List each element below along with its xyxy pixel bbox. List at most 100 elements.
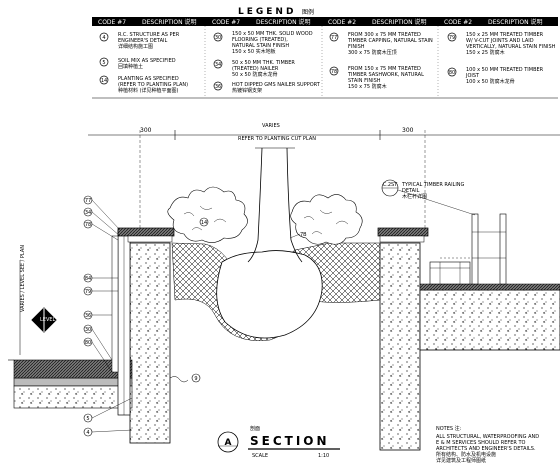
legend-desc-line: 热镀锌钢支架 [232, 87, 262, 94]
legend-desc-line: R.C. STRUCTURE AS PER [118, 32, 180, 38]
notes-block: NOTES 注: ALL STRUCTURAL, WATERPROOFING A… [436, 425, 539, 464]
legend-code: 5 [102, 60, 105, 66]
legend-title-cn: 图例 [302, 8, 314, 16]
legend-desc-line: 150 x 25 MM TREATED TIMBER [466, 32, 544, 38]
legend-desc-line: 详细结构施工图 [118, 43, 153, 50]
callout: 5 [83, 397, 133, 423]
legend-desc-line: 150 x 50 MM THK. SOLID WOOD [232, 31, 313, 37]
legend-col1-code-header: CODE #7 [98, 19, 126, 26]
legend-code: 80 [449, 70, 455, 76]
callout: 78 [83, 219, 119, 241]
svg-text:77: 77 [85, 198, 91, 204]
legend-col2-desc-header: DESCRIPTION 说明 [256, 18, 311, 26]
legend-item: 36 HOT DIPPED GMS NAILER SUPPORT 热镀锌钢支架 [213, 81, 321, 94]
svg-text:36: 36 [85, 313, 91, 319]
callout: 4 [83, 427, 133, 437]
railing-detail: DETAIL [402, 188, 420, 194]
railing-label: TYPICAL TIMBER RAILING [401, 182, 465, 188]
legend-col3-code-header: CODE #2 [328, 19, 356, 26]
svg-text:80: 80 [85, 340, 91, 346]
legend-item: 4 R.C. STRUCTURE AS PER ENGINEER'S DETAI… [99, 32, 180, 50]
level-label: LEVEL [40, 317, 56, 323]
legend-desc-line: 50 x 50 防腐木龙骨 [232, 71, 277, 78]
legend-code: 79 [449, 35, 455, 41]
legend-code-circle [99, 32, 109, 42]
legend-code-circle [213, 32, 223, 42]
legend-item: 30 150 x 50 MM THK. SOLID WOOD FLOORING … [213, 31, 313, 55]
legend-desc-line: 100 x 50 防腐木龙骨 [466, 78, 515, 85]
legend-desc-line: W/ V-CUT JOINTS AND LAID [466, 38, 534, 44]
legend-desc-line: PLANTING AS SPECIFIED [118, 76, 179, 82]
legend-desc-line: 回填种植土 [118, 63, 143, 70]
legend-col2-code-header: CODE #7 [212, 19, 240, 26]
legend-code: 4 [102, 35, 105, 41]
callout: 36 [83, 310, 112, 320]
dimension-right: 300 [402, 127, 414, 134]
railing-code: C.2ST [383, 182, 398, 188]
callout-tree: 14 [201, 220, 207, 226]
legend-desc-line: 50 x 50 MM THK. TIMBER [232, 60, 295, 66]
svg-text:84: 84 [85, 276, 91, 282]
legend-desc-line: FROM 300 x 75 MM TREATED [348, 32, 421, 38]
legend-code-circle [99, 57, 109, 67]
callout: 34 [83, 207, 121, 237]
legend-desc-line: HOT DIPPED GMS NAILER SUPPORT [232, 82, 321, 88]
legend-desc-line: SOIL MIX AS SPECIFIED [118, 58, 176, 64]
legend-item: 5 SOIL MIX AS SPECIFIED 回填种植土 [99, 57, 176, 70]
callout-tree-circle [199, 217, 209, 227]
railing-label-cn: 木栏杆详图 [402, 193, 427, 200]
callout: 77 [83, 195, 121, 231]
vary-side-marker: VARIES / LEVEL SEE / PLAN LEVEL [19, 245, 57, 355]
legend-desc-line: 300 x 75 防腐木压顶 [348, 49, 397, 56]
legend-desc-line: (REFER TO PLANTING PLAN) [118, 82, 188, 88]
legend-desc-line: JOIST [465, 73, 480, 79]
legend-col3-desc-header: DESCRIPTION 说明 [372, 18, 427, 26]
legend-code-circle [213, 81, 223, 91]
legend-desc-line: 150 x 75 防腐木 [348, 83, 387, 90]
svg-text:34: 34 [85, 210, 91, 216]
legend: LEGEND 图例 CODE #7 DESCRIPTION 说明 CODE #7… [92, 7, 558, 99]
legend-code: 36 [215, 84, 221, 90]
legend-code-circle [447, 67, 457, 77]
svg-text:79: 79 [85, 289, 91, 295]
railing-callout: C.2ST TYPICAL TIMBER RAILING DETAIL 木栏杆详… [381, 179, 476, 216]
notes-line: 详见建筑及工程师图纸 [436, 457, 486, 464]
section-title-cn: 剖面 [250, 425, 260, 432]
legend-title: LEGEND [238, 7, 296, 17]
legend-code-circle [329, 66, 339, 76]
callout-b: 7B [300, 232, 307, 238]
svg-text:9: 9 [194, 376, 197, 382]
legend-desc-line: 150 x 50 实木地板 [232, 48, 276, 55]
legend-desc-line: VERTICALLY, NATURAL STAIN FINISH [466, 44, 556, 50]
notes-line: ARCHITECTS AND ENGINEER'S DETAILS. [436, 446, 536, 452]
section-scale-label: SCALE [252, 453, 268, 459]
legend-desc-line: TIMBER SASHWORK, NATURAL [347, 72, 424, 78]
callout: 80 [83, 337, 113, 373]
legend-code: 77 [331, 35, 337, 41]
svg-text:78: 78 [85, 222, 91, 228]
legend-col4-desc-header: DESCRIPTION 说明 [488, 18, 543, 26]
section-letter: A [225, 438, 232, 448]
legend-item: 34 50 x 50 MM THK. TIMBER (TREATED) NAIL… [213, 59, 295, 78]
dimension-line: 300 300 VARIES REFER TO PLANTING CUT PLA… [88, 123, 560, 230]
vary-top-label: VARIES [262, 123, 280, 129]
legend-desc-line: (TREATED) NAILER [232, 66, 279, 72]
legend-desc-line: 150 x 25 防腐木 [466, 49, 505, 56]
svg-text:5: 5 [86, 416, 89, 422]
left-planter-wall [8, 227, 175, 444]
notes-line: E & M SERVICES SHOULD REFER TO [436, 440, 526, 446]
callout: 30 [83, 324, 113, 361]
legend-desc-line: STAIN FINISH [348, 78, 381, 84]
shrub-right [290, 194, 363, 245]
ref-note: REFER TO PLANTING CUT PLAN [238, 136, 316, 142]
legend-item: 77 FROM 300 x 75 MM TREATED TIMBER CAPPI… [329, 32, 433, 56]
tree: 14 7B [167, 147, 363, 339]
section-marker-circle [217, 431, 239, 453]
legend-code-circle [329, 32, 339, 42]
legend-col1-desc-header: DESCRIPTION 说明 [142, 18, 197, 26]
legend-desc-line: TIMBER CAPPING, NATURAL STAIN [347, 38, 433, 44]
vary-side-label: VARIES / LEVEL SEE / PLAN [20, 245, 26, 312]
legend-item: 78 FROM 150 x 75 MM TREATED TIMBER SASHW… [329, 66, 424, 90]
legend-code-circle [99, 75, 109, 85]
